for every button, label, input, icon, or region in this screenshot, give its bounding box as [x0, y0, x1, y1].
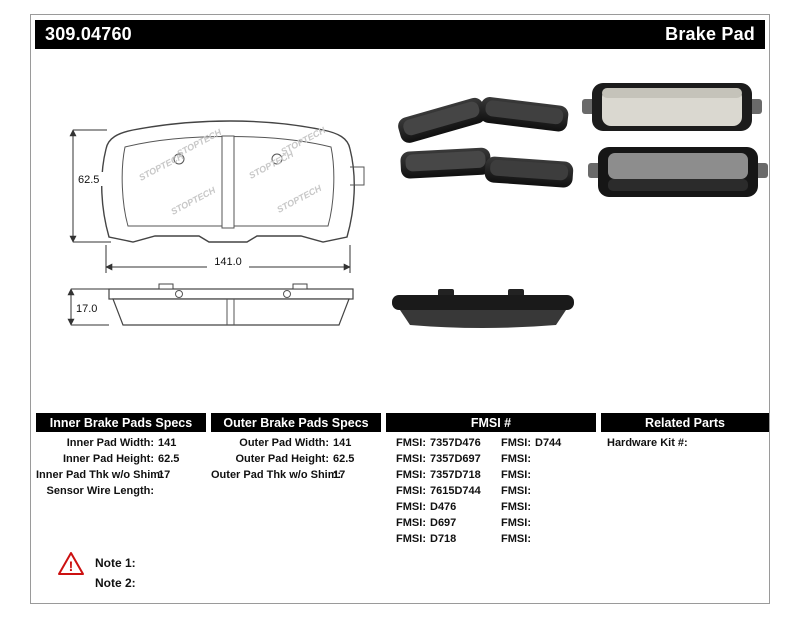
product-title: Brake Pad — [665, 24, 755, 44]
hole-left — [173, 153, 185, 165]
outer-specs-title: Outer Brake Pads Specs — [223, 415, 369, 430]
part-number: 309.04760 — [45, 24, 132, 44]
spec-row: Inner Pad Width: 141 — [36, 435, 206, 451]
edge-friction-strip — [112, 298, 350, 326]
pad-photo-4 — [484, 156, 574, 188]
fmsi-title: FMSI # — [470, 415, 512, 430]
hole-right — [271, 153, 283, 165]
fmsi-value: D718 — [430, 533, 457, 545]
fmsi-value: D744 — [535, 437, 562, 449]
fmsi-value: D697 — [430, 517, 457, 529]
spec-label: Outer Pad Width: — [239, 437, 329, 449]
side-tab — [350, 166, 365, 186]
pad-photo-2 — [479, 97, 569, 132]
fmsi-label: FMSI: — [501, 469, 531, 481]
inner-specs-title: Inner Brake Pads Specs — [49, 415, 193, 430]
fmsi-row: FMSI: 7357D697 FMSI: — [386, 451, 596, 467]
fmsi-label: FMSI: — [501, 485, 531, 497]
outer-specs-rows: Outer Pad Width: 141 Outer Pad Height: 6… — [211, 435, 381, 483]
height-dimension-label: 62.5 — [78, 174, 99, 186]
pad-photo-1 — [398, 97, 486, 143]
pad-photo-3 — [400, 147, 491, 179]
fmsi-value: 7615D744 — [430, 485, 481, 497]
spec-label: Outer Pad Thk w/o Shim: — [211, 469, 342, 481]
spec-label: Outer Pad Height: — [235, 453, 329, 465]
related-row: Hardware Kit #: — [601, 435, 769, 451]
warning-glyph: ! — [69, 558, 74, 574]
spec-value: 62.5 — [333, 453, 355, 465]
fmsi-value: 7357D718 — [430, 469, 481, 481]
fmsi-label: FMSI: — [396, 517, 426, 529]
spec-row: Sensor Wire Length: — [36, 483, 206, 499]
side-friction — [400, 310, 566, 328]
spec-value: 141 — [158, 437, 177, 449]
note-1: Note 1: — [95, 556, 136, 570]
edge-hole-right — [283, 290, 291, 298]
fmsi-label: FMSI: — [396, 469, 426, 481]
fmsi-label: FMSI: — [501, 517, 531, 529]
fmsi-row: FMSI: D476 FMSI: — [386, 499, 596, 515]
front-view-drawing: STOPTECH STOPTECH STOPTECH STOPTECH STOP… — [69, 120, 365, 273]
width-dimension-label: 141.0 — [214, 256, 242, 268]
edge-backing-strip — [108, 288, 354, 300]
warning-icon: ! — [58, 552, 84, 575]
shim-pad-bottom — [588, 147, 768, 197]
fmsi-label: FMSI: — [396, 533, 426, 545]
center-slot — [221, 135, 235, 229]
spec-label: Inner Pad Height: — [62, 453, 154, 465]
spec-row: Outer Pad Width: 141 — [211, 435, 381, 451]
note-2: Note 2: — [95, 576, 136, 590]
fmsi-label: FMSI: — [501, 501, 531, 513]
edge-clip-right — [292, 283, 308, 290]
fmsi-label: FMSI: — [501, 453, 531, 465]
inner-specs-header: Inner Brake Pads Specs — [36, 413, 206, 432]
related-parts-rows: Hardware Kit #: — [601, 435, 769, 451]
brake-pad-side-photo — [392, 289, 574, 328]
side-backing — [392, 295, 574, 310]
fmsi-row: FMSI: 7357D718 FMSI: — [386, 467, 596, 483]
fmsi-row: FMSI: 7615D744 FMSI: — [386, 483, 596, 499]
brake-pad-set-photo — [398, 97, 574, 188]
fmsi-value: 7357D476 — [430, 437, 481, 449]
inner-specs-rows: Inner Pad Width: 141 Inner Pad Height: 6… — [36, 435, 206, 499]
fmsi-value: D476 — [430, 501, 457, 513]
fmsi-header: FMSI # — [386, 413, 596, 432]
fmsi-row: FMSI: D718 FMSI: — [386, 531, 596, 547]
spec-value: 141 — [333, 437, 352, 449]
shim-pad-top — [582, 83, 762, 131]
fmsi-rows: FMSI: 7357D476 FMSI: D744 FMSI: 7357D697 FM… — [386, 435, 596, 547]
spec-row: Inner Pad Height: 62.5 — [36, 451, 206, 467]
edge-hole-left — [175, 290, 183, 298]
brake-pad-shim-photo — [582, 83, 768, 197]
spec-label: Inner Pad Thk w/o Shim: — [36, 469, 164, 481]
spec-value: 17 — [158, 469, 171, 481]
fmsi-label: FMSI: — [396, 437, 426, 449]
spec-value: 17 — [333, 469, 346, 481]
fmsi-label: FMSI: — [501, 533, 531, 545]
spec-row: Outer Pad Height: 62.5 — [211, 451, 381, 467]
fmsi-label: FMSI: — [396, 453, 426, 465]
fmsi-label: FMSI: — [396, 485, 426, 497]
header-bar: 309.04760 Brake Pad — [35, 20, 765, 49]
spec-label: Inner Pad Width: — [66, 437, 154, 449]
outer-specs-header: Outer Brake Pads Specs — [211, 413, 381, 432]
spec-sheet: 309.04760 Brake Pad STOPTECH STOPTECH ST… — [30, 14, 770, 604]
spec-value: 62.5 — [158, 453, 180, 465]
spec-label: Sensor Wire Length: — [46, 485, 154, 497]
fmsi-row: FMSI: D697 FMSI: — [386, 515, 596, 531]
fmsi-label: FMSI: — [396, 501, 426, 513]
related-parts-header: Related Parts — [601, 413, 769, 432]
spec-row: Outer Pad Thk w/o Shim: 17 — [211, 467, 381, 483]
thickness-dimension-label: 17.0 — [76, 303, 97, 315]
fmsi-value: 7357D697 — [430, 453, 481, 465]
edge-view-drawing: 17.0 — [67, 283, 354, 326]
fmsi-row: FMSI: 7357D476 FMSI: D744 — [386, 435, 596, 451]
related-label: Hardware Kit #: — [607, 437, 688, 449]
edge-clip-left — [158, 283, 174, 290]
friction-pad-outline — [121, 136, 335, 227]
fmsi-label: FMSI: — [501, 437, 531, 449]
related-parts-title: Related Parts — [645, 415, 725, 430]
spec-row: Inner Pad Thk w/o Shim: 17 — [36, 467, 206, 483]
